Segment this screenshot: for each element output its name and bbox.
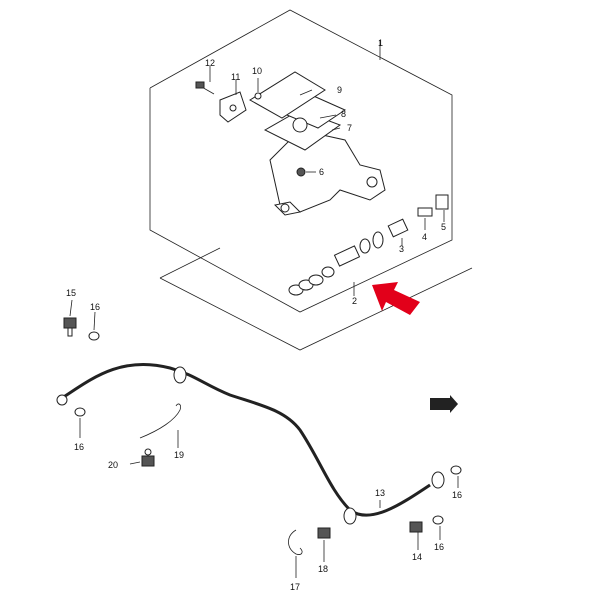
label-part-20: 20 xyxy=(108,460,118,470)
label-part-16c: 16 xyxy=(452,490,462,500)
label-part-6: 6 xyxy=(319,167,324,177)
red-arrow-icon xyxy=(372,282,420,315)
label-part-13: 13 xyxy=(375,488,385,498)
label-part-14: 14 xyxy=(412,552,422,562)
part-labels: 1 12 10 11 9 8 7 6 5 4 3 2 15 16 16 19 2… xyxy=(66,38,462,592)
label-part-12: 12 xyxy=(205,58,215,68)
label-part-1: 1 xyxy=(378,38,383,48)
label-part-15: 15 xyxy=(66,288,76,298)
master-cylinder-body xyxy=(249,71,386,216)
label-part-18: 18 xyxy=(318,564,328,574)
label-part-16b: 16 xyxy=(74,442,84,452)
nut-part-6 xyxy=(296,167,306,177)
label-part-16d: 16 xyxy=(434,542,444,552)
label-part-9: 9 xyxy=(337,85,342,95)
label-part-10: 10 xyxy=(252,66,262,76)
label-part-4: 4 xyxy=(422,232,427,242)
label-part-5: 5 xyxy=(441,222,446,232)
label-part-7: 7 xyxy=(347,123,352,133)
label-part-16a: 16 xyxy=(90,302,100,312)
reservoir-bracket xyxy=(195,81,262,123)
label-part-17: 17 xyxy=(290,582,300,592)
label-part-2: 2 xyxy=(352,296,357,306)
leader-lines xyxy=(69,66,459,578)
front-direction-icon xyxy=(430,395,458,413)
clips xyxy=(139,403,303,555)
piston-kit xyxy=(288,194,449,296)
label-part-8: 8 xyxy=(341,109,346,119)
label-part-11: 11 xyxy=(231,72,240,82)
label-part-19: 19 xyxy=(174,450,184,460)
clutch-pipe xyxy=(56,362,445,525)
washers xyxy=(74,331,462,525)
assembly-frame xyxy=(149,9,473,351)
label-part-3: 3 xyxy=(399,244,404,254)
bolts xyxy=(63,317,423,539)
